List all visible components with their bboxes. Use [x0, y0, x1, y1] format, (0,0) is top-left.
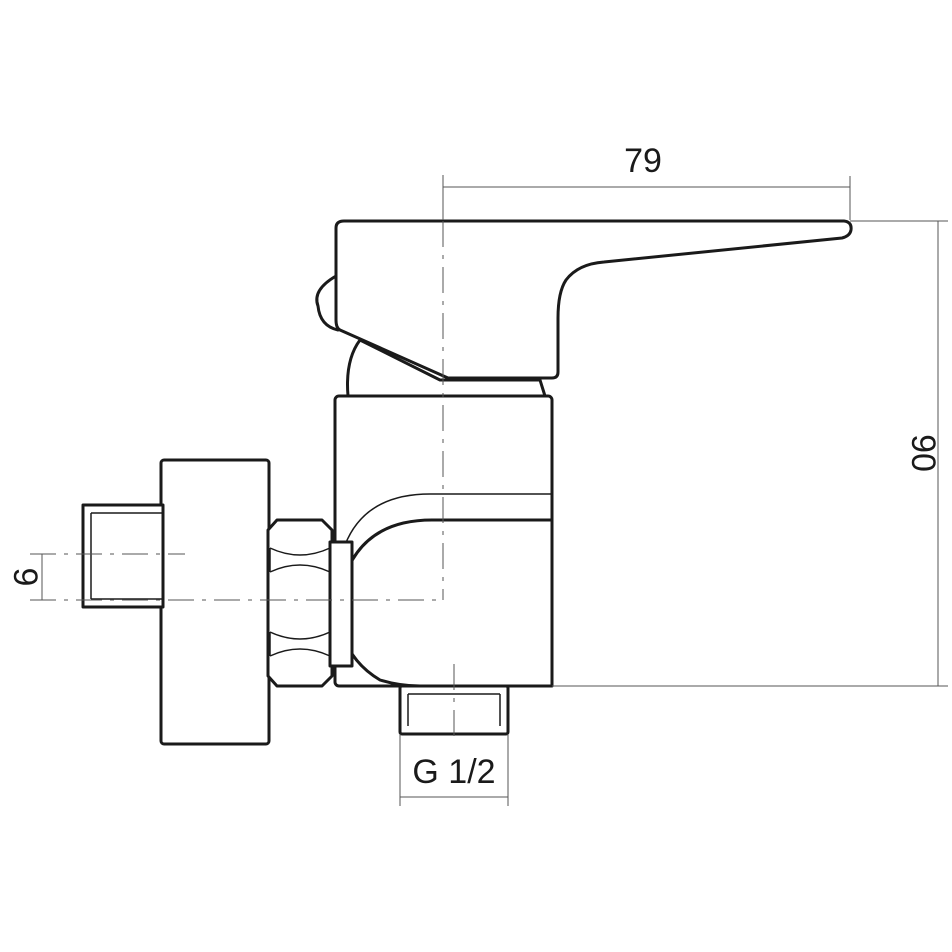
- dimension-offset-label: 9: [6, 568, 44, 587]
- wall-flange: [159, 458, 271, 746]
- handle-cap: [315, 274, 340, 332]
- dimension-thread: G 1/2: [399, 734, 509, 806]
- valve-body: [328, 394, 554, 688]
- lever-handle: [334, 219, 853, 380]
- dimension-width: 79: [442, 142, 851, 220]
- center-lines: [30, 175, 455, 740]
- inlet-pipe: [81, 503, 165, 609]
- dimension-width-label: 79: [624, 142, 662, 180]
- dimension-offset: 9: [6, 554, 44, 600]
- hex-nut: [266, 518, 334, 688]
- dimension-height-label: 90: [904, 434, 942, 472]
- dimension-thread-label: G 1/2: [412, 753, 495, 791]
- dimension-height: 90: [552, 220, 948, 687]
- handle-neck: [346, 338, 547, 398]
